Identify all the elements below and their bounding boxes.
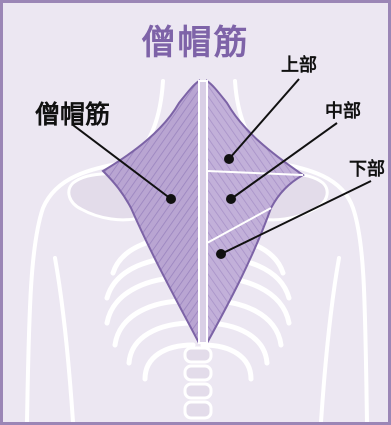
label-trapezius: 僧帽筋	[35, 95, 110, 131]
dot-upper	[224, 154, 234, 164]
dot-main	[166, 194, 176, 204]
label-lower-part: 下部	[349, 155, 385, 181]
dot-lower	[216, 249, 226, 259]
diagram-title: 僧帽筋	[3, 15, 388, 64]
central-tendon	[199, 81, 207, 343]
spine	[185, 348, 211, 418]
anatomy-illustration	[3, 3, 388, 422]
label-upper-part: 上部	[281, 51, 317, 77]
dot-middle	[226, 194, 236, 204]
label-middle-part: 中部	[325, 97, 361, 123]
